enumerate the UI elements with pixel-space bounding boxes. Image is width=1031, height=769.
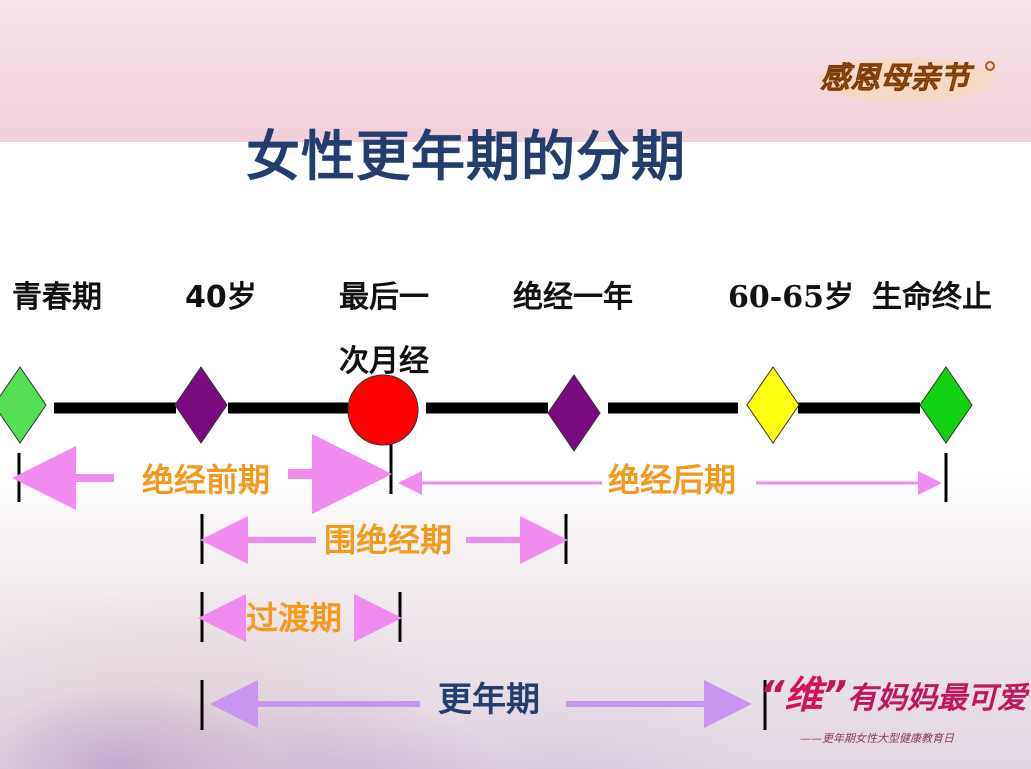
- campaign-slogan: “维”有妈妈最可爱 ——更年期女性大型健康教育日: [760, 672, 1027, 752]
- premenopause-label: 绝经前期: [142, 461, 271, 499]
- label-end-of-life: 生命终止: [872, 280, 992, 315]
- label-age-40: 40岁: [185, 280, 257, 315]
- slogan-quote-open: “: [760, 673, 785, 717]
- age-60-65-marker: [746, 366, 800, 444]
- perimenopause-label: 围绝经期: [324, 521, 453, 559]
- label-one-year-after-menopause: 绝经一年: [513, 280, 633, 315]
- slogan-text: 有妈妈最可爱: [846, 681, 1027, 716]
- mothers-day-logo: 感恩母亲节: [812, 48, 1002, 108]
- transition-label: 过渡期: [246, 599, 343, 637]
- postmenopause-label: 绝经后期: [608, 461, 737, 499]
- climacteric-label: 更年期: [438, 680, 540, 720]
- logo-text: 感恩母亲节: [820, 61, 975, 96]
- slogan-highlight: 维: [784, 673, 823, 717]
- label-age-60-65: 60-65岁: [728, 280, 854, 315]
- last-menstruation-marker: [347, 374, 419, 446]
- one-year-after-marker: [547, 374, 601, 452]
- label-last-menstruation: 最后一次月经: [339, 280, 429, 379]
- slogan-subtitle: ——更年期女性大型健康教育日: [800, 732, 954, 745]
- premenopause-arrows: [12, 434, 392, 514]
- end-of-life-marker: [919, 366, 973, 444]
- puberty-marker: [0, 366, 47, 444]
- slogan-quote-close: ”: [822, 673, 847, 717]
- lavender-background: [0, 470, 1031, 769]
- age-40-marker: [174, 366, 228, 444]
- label-puberty: 青春期: [12, 280, 102, 315]
- timeline-markers: [0, 366, 973, 452]
- page-title: 女性更年期的分期: [246, 125, 686, 188]
